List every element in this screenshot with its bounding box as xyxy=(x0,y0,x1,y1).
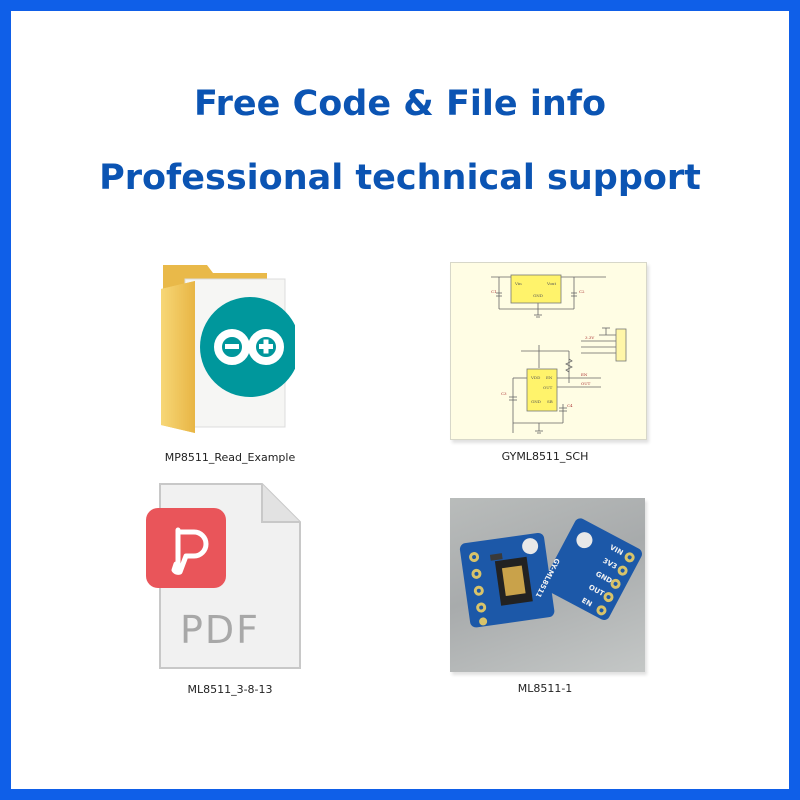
file-item-arduino-folder[interactable]: MP8511_Read_Example xyxy=(115,255,345,465)
pdf-badge-text: PDF xyxy=(180,608,261,652)
file-item-schematic[interactable]: Vin Vout GND VDD EN OUT GND SB C1 C2 3.3V EN… xyxy=(430,262,660,467)
svg-text:OUT: OUT xyxy=(581,381,591,386)
file-item-sensor-photo[interactable]: VIN 3V3 GND OUT EN GY-ML8511 ML8511-1 xyxy=(430,498,660,698)
file-name-label: MP8511_Read_Example xyxy=(164,451,296,464)
svg-text:GND: GND xyxy=(533,293,543,298)
svg-text:Vout: Vout xyxy=(546,281,557,286)
svg-text:C1: C1 xyxy=(491,289,497,294)
svg-text:EN: EN xyxy=(581,372,588,377)
file-name-label: GYML8511_SCH xyxy=(501,450,589,463)
svg-text:SB: SB xyxy=(547,399,553,404)
headline-free-code: Free Code & File info xyxy=(193,84,607,124)
schematic-diagram-icon: Vin Vout GND VDD EN OUT GND SB C1 C2 3.3V EN… xyxy=(491,274,627,434)
arduino-folder-icon xyxy=(161,265,295,433)
file-name-label: ML8511_3-8-13 xyxy=(187,683,273,696)
svg-text:C2: C2 xyxy=(579,289,585,294)
headline-technical-support: Professional technical support xyxy=(99,158,701,198)
schematic-thumbnail: Vin Vout GND VDD EN OUT GND SB C1 C2 3.3V EN… xyxy=(450,262,647,440)
svg-text:C4: C4 xyxy=(567,403,573,408)
svg-text:3.3V: 3.3V xyxy=(585,335,594,340)
sensor-photo-thumbnail: VIN 3V3 GND OUT EN GY-ML8511 xyxy=(450,498,645,672)
svg-text:GND: GND xyxy=(531,399,541,404)
svg-text:VDD: VDD xyxy=(530,375,540,380)
svg-text:Vin: Vin xyxy=(514,281,522,286)
svg-text:C3: C3 xyxy=(501,391,507,396)
file-item-pdf[interactable]: PDF ML8511_3-8-13 xyxy=(115,480,345,700)
file-name-label: ML8511-1 xyxy=(517,682,573,695)
svg-text:OUT: OUT xyxy=(543,385,553,390)
pdf-file-icon xyxy=(146,483,301,669)
svg-text:EN: EN xyxy=(546,375,553,380)
